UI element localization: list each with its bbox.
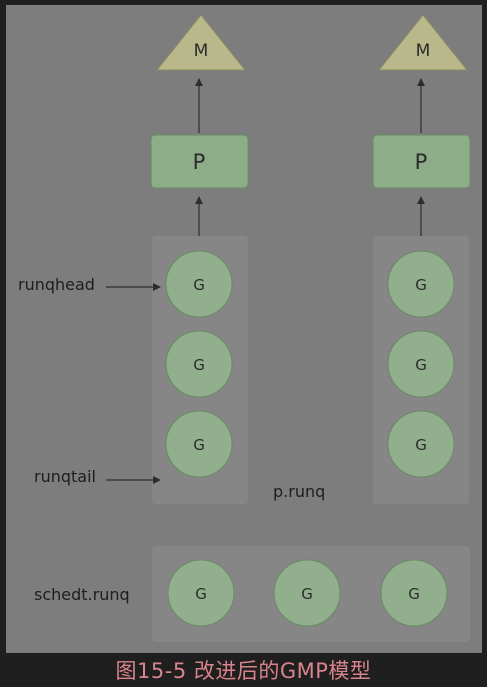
g-label: G [408,585,420,603]
g-label: G [195,585,207,603]
g-label: G [193,436,205,454]
g-label: G [193,276,205,294]
runqhead-label: runqhead [18,275,95,294]
g-node-left-1: G [165,250,233,318]
g-circle [165,410,233,478]
p-runq-label: p.runq [273,482,325,501]
g-node-global-2: G [273,559,341,627]
g-circle [387,250,455,318]
g-node-global-1: G [167,559,235,627]
g-label: G [415,436,427,454]
m-node-left: M [155,14,247,71]
p-node-right: P [372,134,471,189]
schedt-runq-label: schedt.runq [34,585,130,604]
p-label-right: P [415,150,428,174]
m-node-right: M [377,14,469,71]
figure-caption: 图15-5 改进后的GMP模型 [0,656,487,687]
g-node-right-1: G [387,250,455,318]
g-circle [165,330,233,398]
g-circle [380,559,448,627]
g-node-right-3: G [387,410,455,478]
gmp-diagram: M M P P G G G [6,5,482,653]
g-node-left-2: G [165,330,233,398]
g-circle [387,410,455,478]
p-label-left: P [193,150,206,174]
g-circle [167,559,235,627]
p-box-right [372,134,471,189]
m-triangle-right [377,14,469,71]
g-label: G [415,276,427,294]
m-triangle-left [155,14,247,71]
g-label: G [193,356,205,374]
g-label: G [415,356,427,374]
g-node-global-3: G [380,559,448,627]
g-node-left-3: G [165,410,233,478]
p-box-left [150,134,249,189]
m-label-right: M [416,41,431,61]
g-circle [273,559,341,627]
g-node-right-2: G [387,330,455,398]
runqtail-label: runqtail [34,467,96,486]
p-node-left: P [150,134,249,189]
m-label-left: M [194,41,209,61]
g-circle [387,330,455,398]
g-circle [165,250,233,318]
g-label: G [301,585,313,603]
